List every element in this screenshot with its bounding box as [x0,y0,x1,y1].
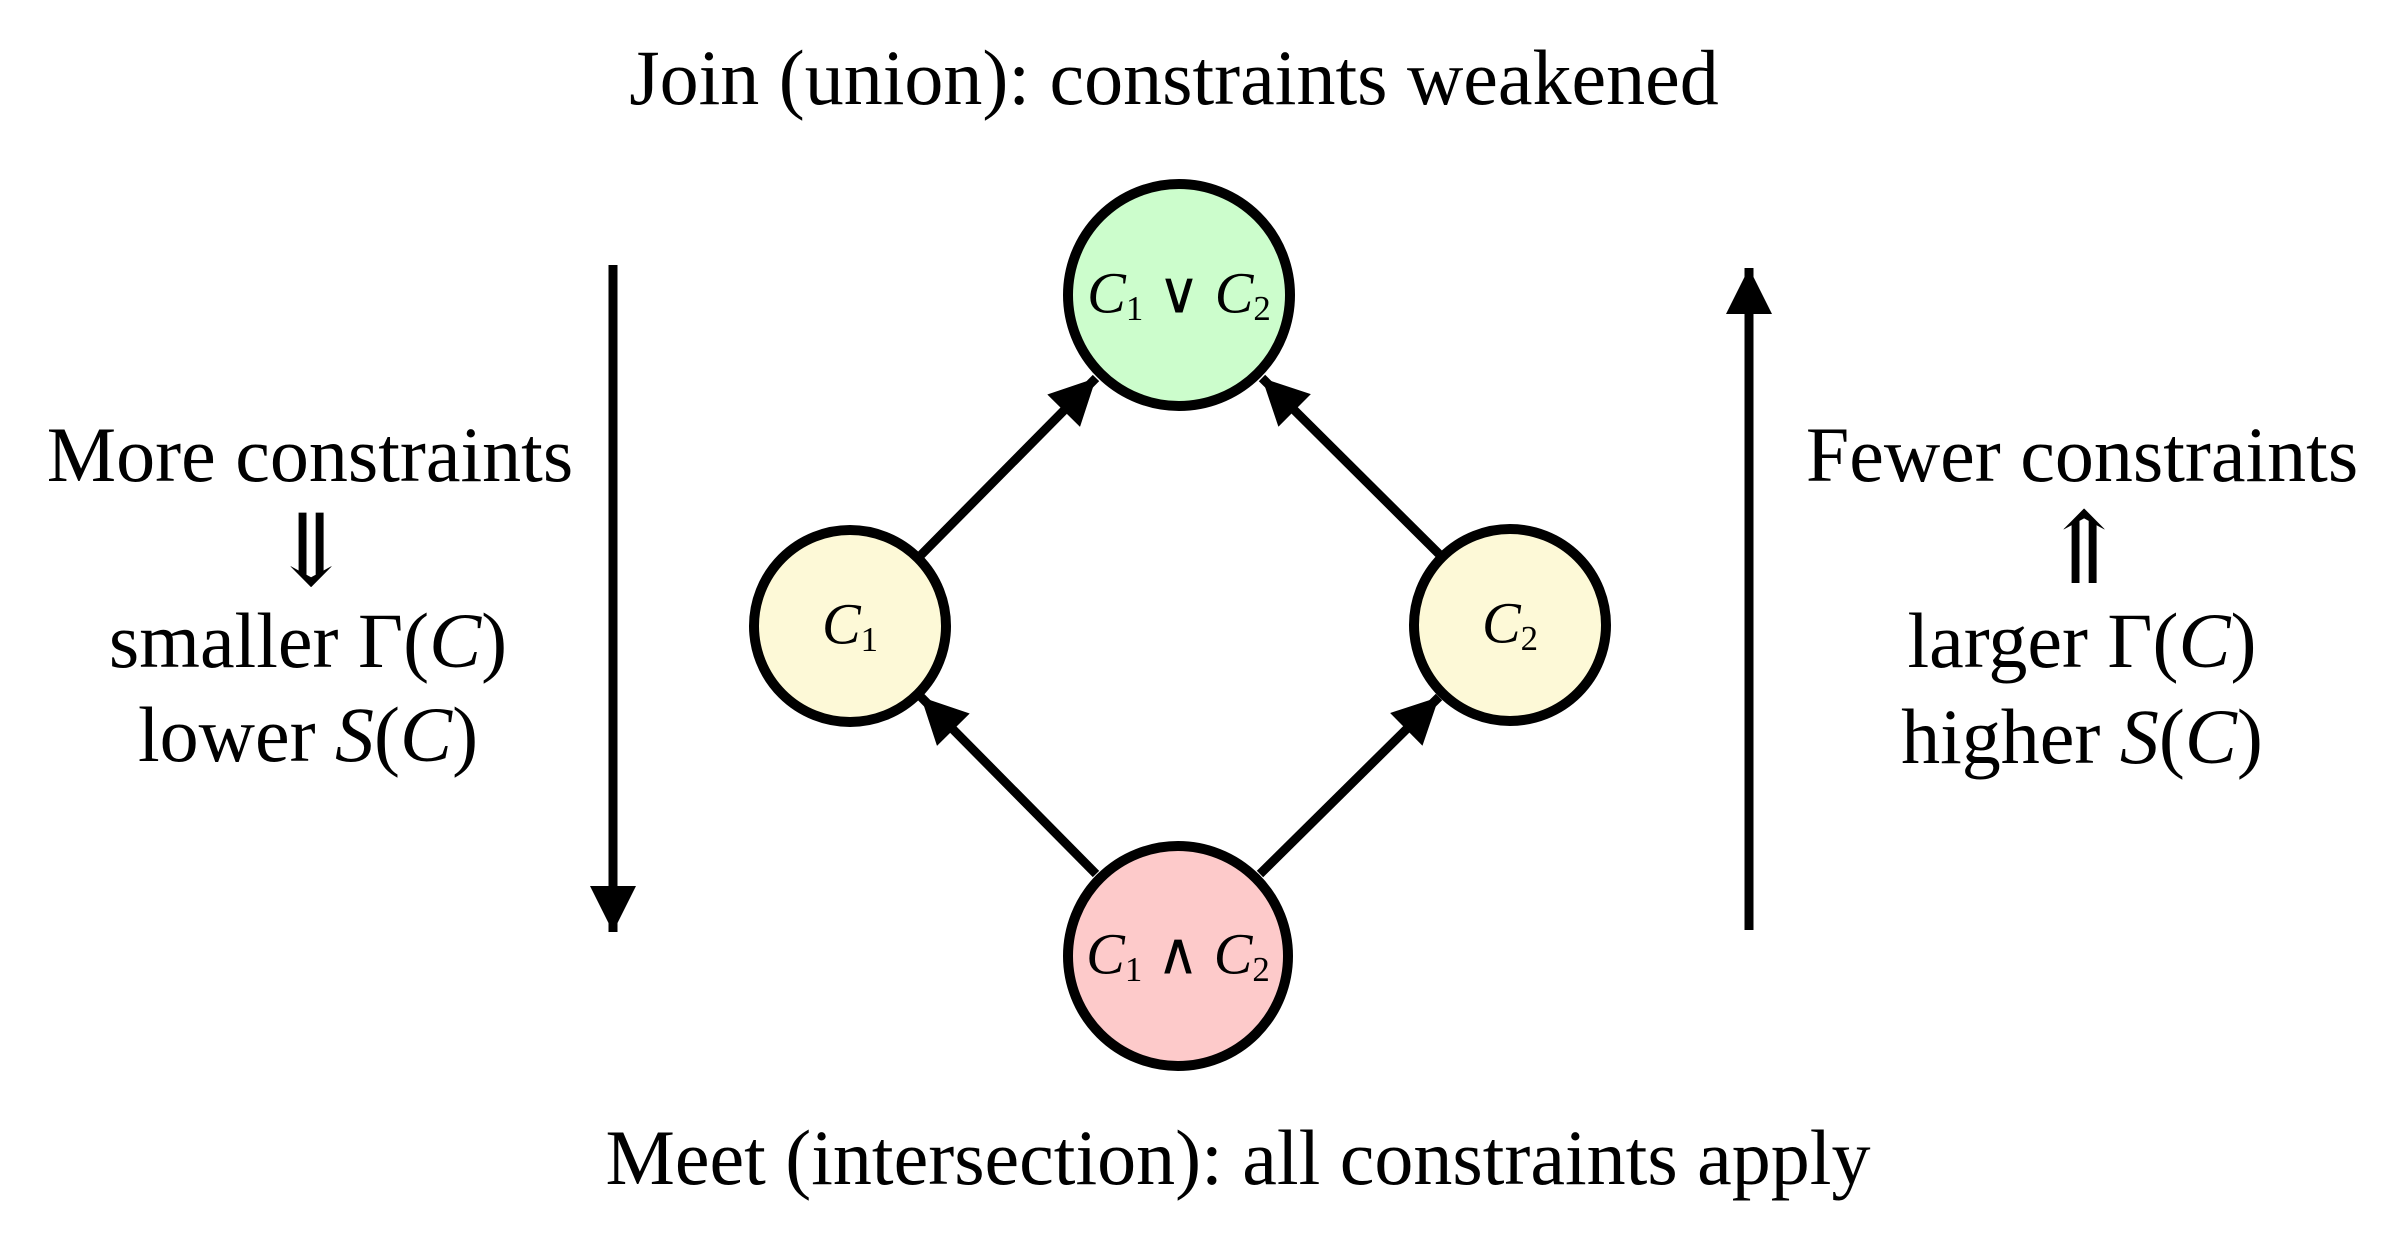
double-up-arrow-icon: ⇑ [2042,494,2126,605]
node-join-circle [1063,179,1295,411]
double-down-arrow-icon: ⇓ [269,496,353,607]
node-c2-label: C2 [1481,590,1539,659]
right-note-fewer-constraints: Fewer constraints [1805,411,2359,499]
node-c1-label: C1 [821,591,879,660]
edge-meet-to-c1 [917,693,1100,878]
right-note-larger-gamma: larger Γ(C) [1907,597,2257,685]
node-join-label: C1 ∨ C2 [1087,260,1271,329]
left-note-smaller-gamma: smaller Γ(C) [108,597,508,685]
node-c2-circle [1409,524,1611,726]
join-title: Join (union): constraints weakened [629,34,1719,122]
node-meet-label: C1 ∧ C2 [1086,921,1270,990]
meet-caption: Meet (intersection): all constraints app… [605,1114,1871,1202]
edge-c1-to-join [917,374,1100,559]
left-note-more-constraints: More constraints [46,411,574,499]
edge-meet-to-c2 [1256,693,1443,878]
edge-c2-to-join [1258,374,1443,558]
node-meet-circle [1063,841,1293,1071]
right-note-higher-s: higher S(C) [1901,693,2263,781]
node-c1-circle [749,525,951,727]
left-note-lower-s: lower S(C) [137,691,479,779]
